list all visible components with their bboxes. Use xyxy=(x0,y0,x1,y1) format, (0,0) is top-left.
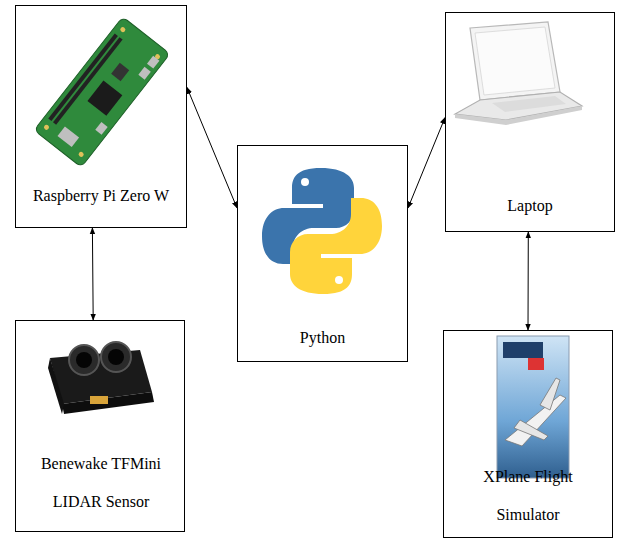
laptop-illustration xyxy=(455,22,582,125)
lidar-sensor xyxy=(48,342,154,414)
component-label: Python xyxy=(244,319,401,357)
component-box: XPlane Flight Simulator xyxy=(443,330,613,538)
xplane-box-art xyxy=(497,336,569,478)
component-label: Raspberry Pi Zero W xyxy=(22,177,180,215)
component-box: Laptop xyxy=(445,12,615,232)
component-label: XPlane Flight Simulator xyxy=(450,458,606,534)
component-box: Python xyxy=(237,145,408,362)
component-label: Benewake TFMini LIDAR Sensor xyxy=(26,445,176,521)
data-link-arrow xyxy=(92,228,94,320)
data-link-arrow xyxy=(408,118,445,208)
component-box: Raspberry Pi Zero W xyxy=(15,5,187,228)
component-box: Benewake TFMini LIDAR Sensor xyxy=(15,320,185,532)
component-label: Laptop xyxy=(452,187,608,225)
data-link-arrow xyxy=(187,88,237,208)
data-link-arrow xyxy=(528,232,529,330)
python-logo xyxy=(262,168,382,294)
raspberry-pi-board xyxy=(34,17,170,167)
